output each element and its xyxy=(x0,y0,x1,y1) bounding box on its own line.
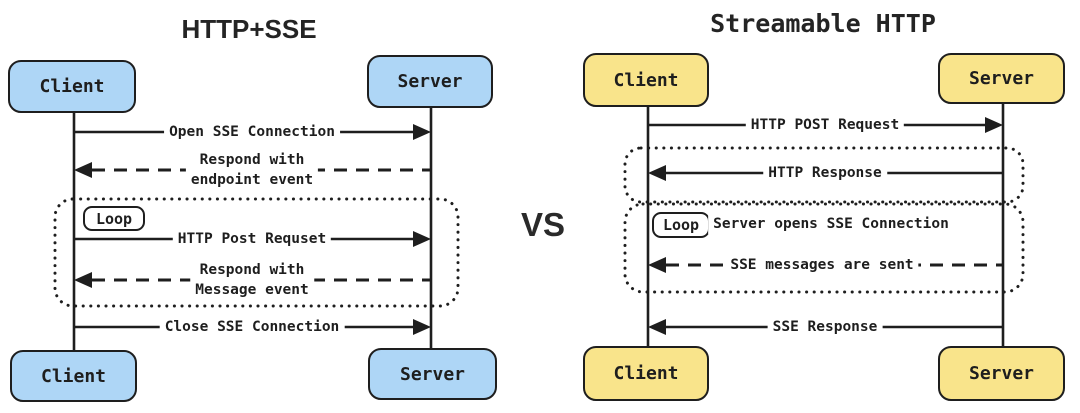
left-message-respond-endpoint-line1: Respond with xyxy=(199,152,305,168)
left-loop-frame xyxy=(53,197,460,308)
left-client-bottom-box: Client xyxy=(10,350,137,402)
left-message-open-sse: Open SSE Connection xyxy=(164,122,340,142)
left-arrowhead-close-sse xyxy=(413,319,431,335)
right-message-sse-response: SSE Response xyxy=(767,317,883,337)
left-client-bottom-label: Client xyxy=(40,365,107,387)
right-arrowhead-http-post xyxy=(985,117,1003,133)
left-loop-label: Loop xyxy=(95,209,133,228)
right-loop-label-box: Loop xyxy=(652,212,710,238)
right-message-http-post: HTTP POST Request xyxy=(745,115,905,135)
right-server-top-label: Server xyxy=(968,68,1035,89)
left-message-respond-message: Respond with Message event xyxy=(190,260,314,300)
left-message-respond-endpoint-line2: endpoint event xyxy=(190,172,314,188)
left-arrowhead-http-post xyxy=(413,231,431,247)
left-message-respond-message-line1: Respond with xyxy=(199,262,305,278)
right-arrowhead-sse-messages xyxy=(648,257,666,273)
right-client-bottom-label: Client xyxy=(613,363,679,384)
left-server-top-box: Server xyxy=(367,55,493,108)
left-server-bottom-label: Server xyxy=(399,363,466,385)
right-loop-frame xyxy=(623,202,1025,294)
right-server-bottom-label: Server xyxy=(968,363,1035,384)
left-client-top-label: Client xyxy=(39,76,105,97)
right-message-sse-messages: SSE messages are sent xyxy=(725,255,919,275)
left-arrowhead-open-sse xyxy=(413,124,431,140)
left-server-top-label: Server xyxy=(397,71,463,92)
right-message-http-response: HTTP Response xyxy=(763,163,887,183)
right-arrowhead-http-response xyxy=(648,165,666,181)
left-server-bottom-box: Server xyxy=(368,348,497,400)
vs-separator: VS xyxy=(520,206,566,243)
right-client-top-box: Client xyxy=(583,53,709,107)
left-arrowhead-respond-endpoint xyxy=(74,162,92,178)
right-loop-title: Server opens SSE Connection xyxy=(708,214,954,234)
right-client-bottom-box: Client xyxy=(583,346,709,401)
right-diagram-title: Streamable HTTP xyxy=(710,9,936,38)
left-arrowhead-respond-message xyxy=(74,272,92,288)
left-diagram-title: HTTP+SSE xyxy=(181,14,317,44)
right-loop-label: Loop xyxy=(662,216,700,234)
right-arrowhead-sse-response xyxy=(648,319,666,335)
left-message-respond-message-line2: Message event xyxy=(195,282,309,298)
right-server-bottom-box: Server xyxy=(938,346,1065,401)
right-server-top-box: Server xyxy=(938,53,1065,104)
left-message-close-sse: Close SSE Connection xyxy=(159,317,345,337)
left-message-http-post: HTTP Post Requset xyxy=(172,229,332,249)
right-response-frame xyxy=(623,146,1025,204)
left-client-top-box: Client xyxy=(8,60,136,113)
right-client-top-label: Client xyxy=(613,69,679,91)
left-loop-label-box: Loop xyxy=(83,206,145,231)
left-message-respond-endpoint: Respond with endpoint event xyxy=(185,150,319,190)
